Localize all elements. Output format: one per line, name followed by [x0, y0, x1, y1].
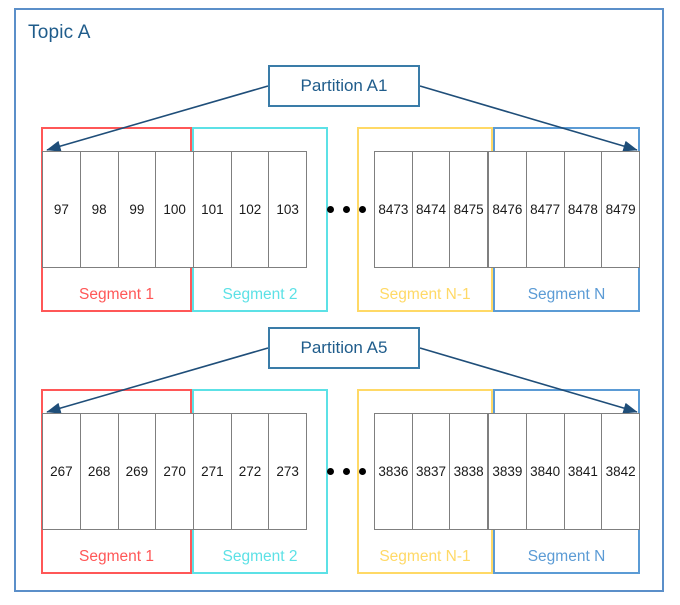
ellipsis-dots — [327, 467, 366, 475]
message-offset-cell[interactable]: 273 — [269, 414, 308, 529]
segment-label: Segment N-1 — [379, 548, 471, 565]
ellipsis-dot — [359, 467, 366, 475]
message-offset-cell[interactable]: 99 — [119, 152, 157, 267]
segment-label: Segment 2 — [222, 286, 298, 303]
message-offset-cell[interactable]: 3836 — [375, 414, 413, 529]
message-offset-cell[interactable]: 3842 — [602, 414, 640, 529]
message-offset-cell[interactable]: 101 — [194, 152, 232, 267]
segment-label: Segment 1 — [79, 548, 154, 565]
message-offset-cell[interactable]: 271 — [194, 414, 232, 529]
segment-label: Segment N-1 — [379, 286, 471, 303]
partition-callout-a1[interactable]: Partition A1 — [268, 65, 420, 107]
message-offset-cell[interactable]: 97 — [43, 152, 81, 267]
message-offset-cell[interactable]: 8475 — [450, 152, 489, 267]
ellipsis-dot — [343, 467, 350, 475]
message-offset-cell[interactable]: 3840 — [527, 414, 565, 529]
message-offset-cell[interactable]: 8478 — [565, 152, 603, 267]
message-offset-cell[interactable]: 270 — [156, 414, 194, 529]
message-offset-cell[interactable]: 3837 — [413, 414, 451, 529]
message-offset-cell[interactable]: 269 — [119, 414, 157, 529]
message-offset-cell[interactable]: 272 — [232, 414, 270, 529]
segment-label: Segment N — [527, 548, 606, 565]
ellipsis-dot — [359, 205, 366, 213]
message-offset-cell[interactable]: 98 — [81, 152, 119, 267]
ellipsis-dots — [327, 205, 366, 213]
message-offset-cell[interactable]: 3838 — [450, 414, 489, 529]
message-offset-cell[interactable]: 8473 — [375, 152, 413, 267]
ellipsis-dot — [327, 205, 334, 213]
message-offset-cell[interactable]: 3841 — [565, 414, 603, 529]
message-offset-cell[interactable]: 8474 — [413, 152, 451, 267]
message-offset-cell[interactable]: 8476 — [489, 152, 527, 267]
message-offset-cell[interactable]: 102 — [232, 152, 270, 267]
message-offset-cell[interactable]: 8479 — [602, 152, 640, 267]
message-offset-cell[interactable]: 267 — [43, 414, 81, 529]
partition-callout-a5[interactable]: Partition A5 — [268, 327, 420, 369]
message-offset-cell[interactable]: 8477 — [527, 152, 565, 267]
segment-label: Segment N — [527, 286, 606, 303]
page-title: Topic A — [28, 22, 91, 43]
segment-label: Segment 1 — [79, 286, 154, 303]
message-offset-cell[interactable]: 100 — [156, 152, 194, 267]
message-offset-cell[interactable]: 268 — [81, 414, 119, 529]
message-offset-cell[interactable]: 103 — [269, 152, 308, 267]
ellipsis-dot — [327, 467, 334, 475]
message-offset-cell[interactable]: 3839 — [489, 414, 527, 529]
ellipsis-dot — [343, 205, 350, 213]
segment-label: Segment 2 — [222, 548, 298, 565]
